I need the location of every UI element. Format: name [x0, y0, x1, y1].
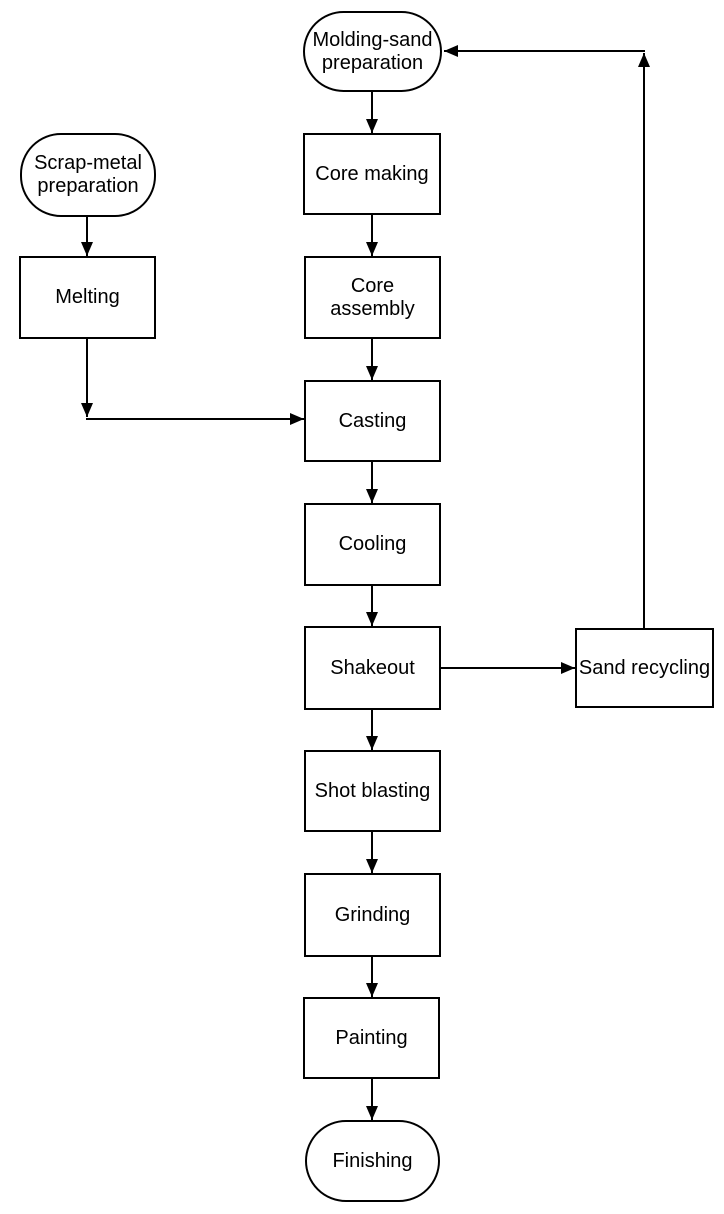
node-sand-recycling: Sand recycling: [575, 628, 714, 708]
node-core-making: Core making: [303, 133, 441, 215]
node-molding-sand-preparation: Molding-sand preparation: [303, 11, 442, 92]
node-melting: Melting: [19, 256, 156, 339]
node-grinding: Grinding: [304, 873, 441, 957]
node-core-assembly: Core assembly: [304, 256, 441, 339]
node-shakeout: Shakeout: [304, 626, 441, 710]
node-cooling: Cooling: [304, 503, 441, 586]
node-scrap-metal-preparation: Scrap-metal preparation: [20, 133, 156, 217]
node-finishing: Finishing: [305, 1120, 440, 1202]
node-casting: Casting: [304, 380, 441, 462]
node-shot-blasting: Shot blasting: [304, 750, 441, 832]
node-painting: Painting: [303, 997, 440, 1079]
